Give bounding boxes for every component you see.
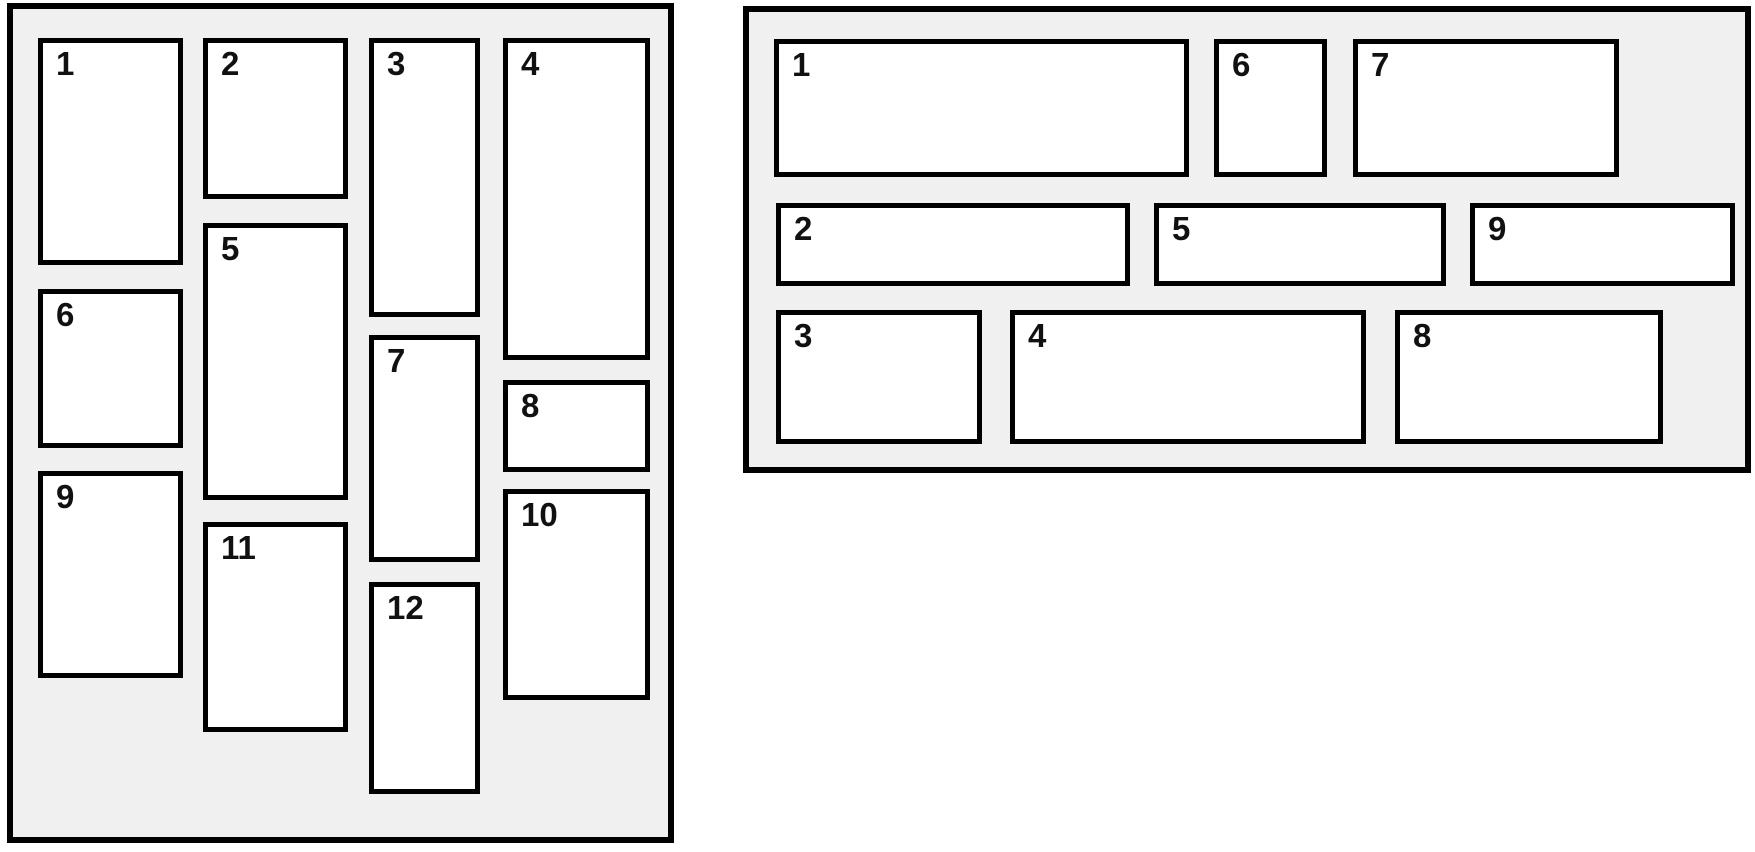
box-number-label: 7	[1371, 46, 1390, 83]
box-number-label: 4	[1028, 317, 1047, 354]
rows-layout-panel-box-6: 6	[1214, 39, 1327, 177]
box-number-label: 9	[1488, 210, 1507, 247]
box-number-label: 4	[521, 45, 540, 82]
masonry-layout-panel-box-11: 11	[203, 522, 348, 732]
rows-layout-panel-box-7: 7	[1353, 39, 1619, 177]
box-number-label: 2	[794, 210, 813, 247]
masonry-layout-panel-box-8: 8	[503, 380, 650, 472]
masonry-layout-panel-box-9: 9	[38, 471, 183, 678]
box-number-label: 1	[56, 45, 75, 82]
box-number-label: 3	[387, 45, 406, 82]
box-number-label: 6	[1232, 46, 1251, 83]
rows-layout-panel: 1 6 7 2 5 9 3 4 8	[743, 6, 1751, 473]
box-number-label: 5	[221, 230, 240, 267]
masonry-layout-panel-box-10: 10	[503, 489, 650, 700]
masonry-layout-panel-box-2: 2	[203, 38, 348, 199]
rows-layout-panel-box-8: 8	[1395, 310, 1663, 444]
box-number-label: 1	[792, 46, 811, 83]
box-number-label: 2	[221, 45, 240, 82]
box-number-label: 8	[521, 387, 540, 424]
masonry-layout-panel-box-4: 4	[503, 38, 650, 360]
masonry-layout-panel-box-7: 7	[369, 335, 480, 562]
rows-layout-panel-box-4: 4	[1010, 310, 1366, 444]
masonry-layout-panel-box-1: 1	[38, 38, 183, 265]
rows-layout-panel-box-2: 2	[776, 203, 1130, 286]
box-number-label: 3	[794, 317, 813, 354]
box-number-label: 5	[1172, 210, 1191, 247]
rows-layout-panel-box-3: 3	[776, 310, 982, 444]
masonry-layout-panel-box-5: 5	[203, 223, 348, 500]
rows-layout-panel-box-5: 5	[1154, 203, 1446, 286]
masonry-layout-panel-box-3: 3	[369, 38, 480, 317]
masonry-layout-panel-box-12: 12	[369, 582, 480, 794]
box-number-label: 9	[56, 478, 75, 515]
box-number-label: 10	[521, 496, 558, 533]
rows-layout-panel-box-1: 1	[774, 39, 1189, 177]
box-number-label: 7	[387, 342, 406, 379]
box-number-label: 6	[56, 296, 75, 333]
box-number-label: 8	[1413, 317, 1432, 354]
box-number-label: 12	[387, 589, 424, 626]
rows-layout-panel-box-9: 9	[1470, 203, 1735, 286]
masonry-layout-panel-box-6: 6	[38, 289, 183, 448]
box-number-label: 11	[221, 529, 256, 566]
